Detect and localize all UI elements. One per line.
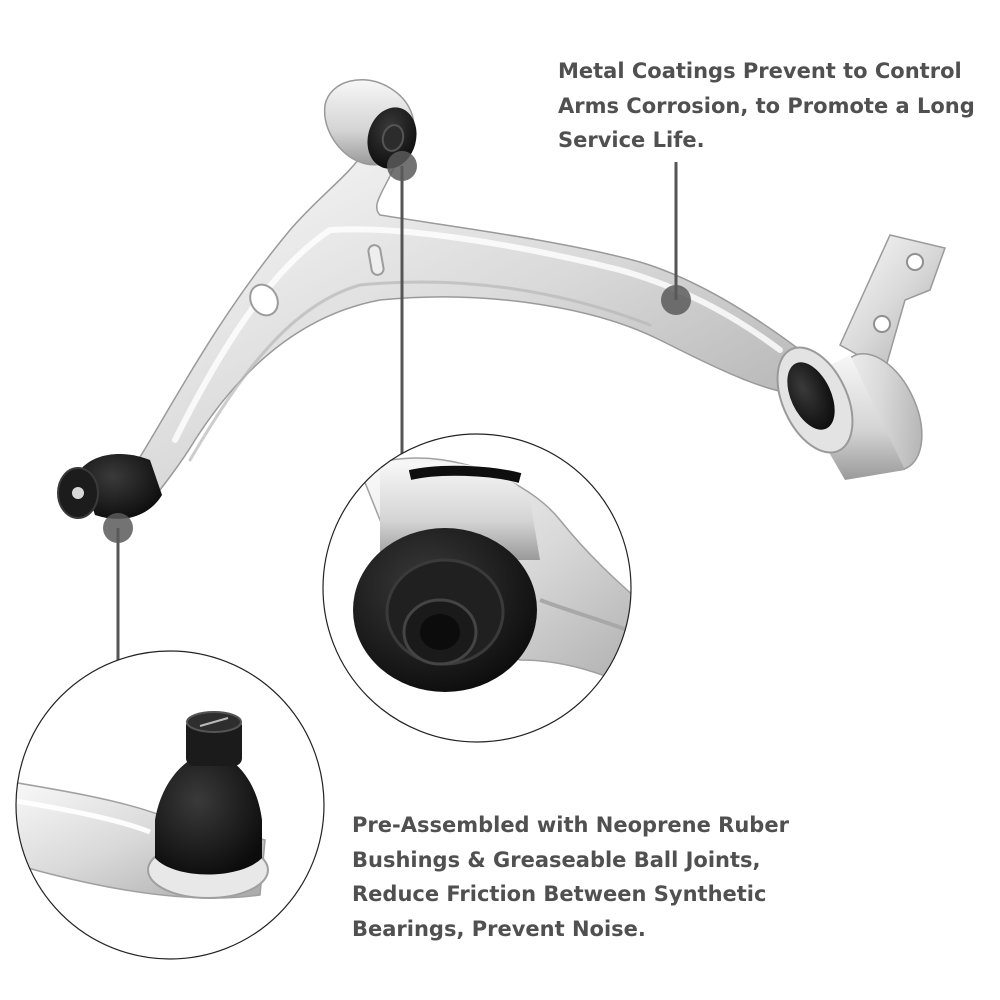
callout-ball-joint bbox=[103, 513, 133, 660]
callout-ball-joint-dot bbox=[103, 513, 133, 543]
zoom-ball-joint bbox=[15, 650, 325, 960]
callout-top-bushing bbox=[387, 151, 417, 455]
caption-bushings: Pre-Assembled with Neoprene Ruber Bushin… bbox=[352, 808, 789, 947]
mounting-hole bbox=[249, 283, 279, 317]
caption-coating-line: Arms Corrosion, to Promote a Long bbox=[558, 93, 975, 118]
zoom-bushing bbox=[322, 433, 632, 743]
callout-top-bushing-dot bbox=[387, 151, 417, 181]
callout-coating bbox=[661, 162, 691, 315]
caption-bushings-line: Bearings, Prevent Noise. bbox=[352, 917, 646, 942]
caption-coating-line: Metal Coatings Prevent to Control bbox=[558, 59, 962, 83]
caption-coating-line: Service Life. bbox=[558, 128, 705, 152]
caption-bushings-line: Bushings & Greaseable Ball Joints, bbox=[352, 847, 761, 872]
caption-coating: Metal Coatings Prevent to Control Arms C… bbox=[558, 54, 975, 158]
arm-body bbox=[131, 149, 809, 507]
caption-bushings-line: Reduce Friction Between Synthetic bbox=[352, 882, 767, 907]
slot bbox=[367, 244, 385, 276]
callout-coating-dot bbox=[661, 285, 691, 315]
caption-bushings-line: Pre-Assembled with Neoprene Ruber bbox=[352, 813, 789, 837]
